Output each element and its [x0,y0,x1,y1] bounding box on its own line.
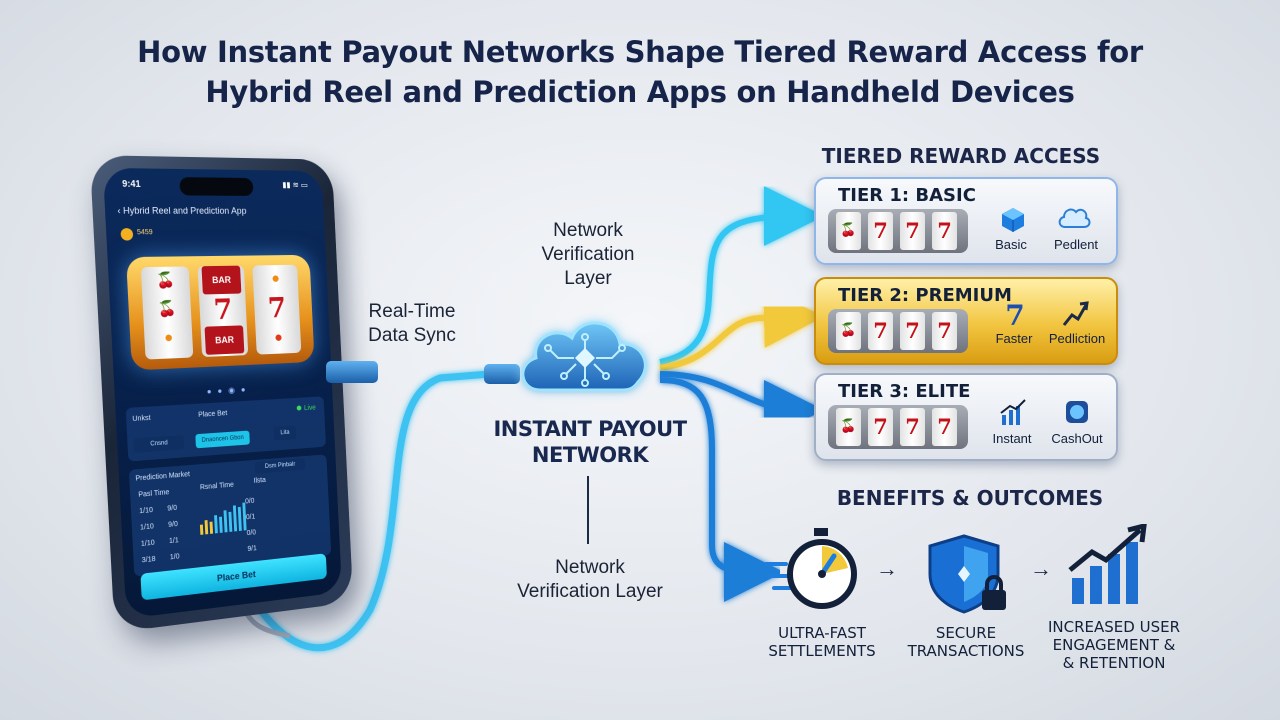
cloud-network-icon [521,321,647,392]
carousel-dots[interactable]: ● ● ◉ ● [206,384,248,397]
cashout-icon [1066,401,1088,423]
tiers-heading: TIERED REWARD ACCESS [821,144,1101,168]
cube-icon [1002,208,1024,232]
coin-balance: 5459 [136,229,153,237]
benefits-heading: BENEFITS & OUTCOMES [836,486,1104,510]
coin-icon [120,228,134,241]
mini-reel: 🍒 7 7 7 [828,309,968,353]
realtime-sync-label: Real-Time Data Sync [368,301,456,346]
option-button-mid[interactable]: Dnaoncen Gbon [195,430,250,449]
wire-tier-3 [659,371,824,440]
tier-feature: CashOut [1051,431,1103,446]
status-time: 9:41 [121,178,141,189]
mini-reel: 🍒 7 7 7 [828,209,968,253]
prediction-cell: 3/18 [141,555,156,565]
tier-feature: Pedlent [1053,237,1099,252]
tier-name: TIER 3: ELITE [838,381,971,402]
prediction-cell: 1/10 [139,523,155,532]
column-header: Ilsta [253,476,266,485]
tier-card-elite[interactable]: TIER 3: ELITE 🍒 7 7 7 Instant CashOut [814,373,1118,461]
reel-2: BAR 7 BAR [197,265,249,358]
tier-feature: Pedliction [1048,331,1106,346]
phone-device: 9:41 ▮▮ ≋ ▭ ‹ Hybrid Reel and Prediction… [89,155,354,633]
prediction-cell: 0/0 [245,497,255,506]
cherry-icon: 🍒 [157,300,177,319]
prediction-cell: 9/0 [168,520,179,529]
prediction-cell: 0/1 [245,513,256,522]
column-header: Rsnal Time [199,481,235,492]
reel-1: 🍒 🍒 ● [140,266,194,360]
market-label: Unkst [132,414,151,424]
bet-panel: Unkst Place Bet Live Cnsnd Dnaoncen Gbon… [125,396,326,462]
tier-feature: Instant [992,431,1032,446]
verification-layer-top-label: Network Verification Layer [541,220,635,289]
orange-icon: ● [270,269,281,287]
network-title: INSTANT PAYOUT NETWORK [493,417,687,467]
phone-cable [258,370,494,652]
tier-card-premium[interactable]: TIER 2: PREMIUM 🍒 7 7 7 7 Faster Pedlict… [814,277,1118,365]
prediction-cell: 9/1 [247,545,257,553]
tier-name: TIER 1: BASIC [838,185,976,206]
bar-symbol: BAR [204,325,245,355]
stopwatch-icon [764,528,857,609]
wire-benefits [659,377,784,602]
seven-symbol: 7 [267,291,287,325]
tier-name: TIER 2: PREMIUM [838,285,1012,306]
growth-chart-icon [1068,524,1147,604]
phone-screen: 9:41 ▮▮ ≋ ▭ ‹ Hybrid Reel and Prediction… [102,167,343,619]
arrow-icon: → [876,556,898,581]
prediction-cell: 1/10 [140,539,155,549]
prediction-market-panel: Prediction Market Dsm Pinbalr Pasl Time … [128,454,332,577]
option-button-left[interactable]: Cnsnd [133,435,185,453]
chart-arrow-icon [1062,301,1089,326]
reel-3: ● 7 ● [252,264,302,355]
arrow-icon: → [1030,556,1052,581]
tier-feature: Basic [995,237,1027,252]
cherry-icon: 🍒 [155,271,176,290]
prediction-cell: 1/10 [139,506,154,516]
prediction-cell: 0/0 [246,529,257,538]
mini-reel: 🍒 7 7 7 [828,405,968,449]
wire-tier-1 [659,186,824,365]
status-icons: ▮▮ ≋ ▭ [282,180,308,190]
option-button-right[interactable]: Lita [273,425,297,441]
usb-connector [326,361,378,383]
title-line-1: How Instant Payout Networks Shape Tiered… [137,35,1143,69]
cloud-icon [1058,208,1091,228]
seven-icon: 7 [1005,299,1025,332]
live-indicator: Live [296,405,316,413]
prediction-cell: 9/0 [167,504,178,513]
place-bet-label: Place Bet [198,410,228,419]
orange-icon: ● [163,328,174,347]
bar-symbol: BAR [201,265,242,295]
prediction-cell: 1/1 [168,537,179,546]
seven-symbol: 7 [212,292,234,327]
app-header[interactable]: ‹ Hybrid Reel and Prediction App [117,205,247,216]
divider-line [587,476,589,544]
orange-icon: ● [273,328,284,346]
prediction-market-title: Prediction Market [135,471,191,483]
verification-layer-bottom-label: Network Verification Layer [517,557,663,602]
slot-reel-frame: 🍒 🍒 ● BAR 7 BAR ● 7 ● [126,254,315,371]
column-header: Pasl Time [138,489,170,499]
title-line-2: Hybrid Reel and Prediction Apps on Handh… [205,75,1075,109]
network-connector [484,364,520,384]
prediction-cell: 1/0 [169,553,180,562]
wire-tier-2 [659,287,824,371]
shield-lock-icon [928,534,1006,614]
page-title: How Instant Payout Networks Shape Tiered… [60,32,1220,112]
mini-chart [199,502,247,535]
bar-chart-icon [1000,399,1026,425]
tier-card-basic[interactable]: TIER 1: BASIC 🍒 7 7 7 Basic Pedlent [814,177,1118,265]
tier-feature: Faster [995,331,1033,346]
market-filter-button[interactable]: Dsm Pinbalr [254,457,306,474]
